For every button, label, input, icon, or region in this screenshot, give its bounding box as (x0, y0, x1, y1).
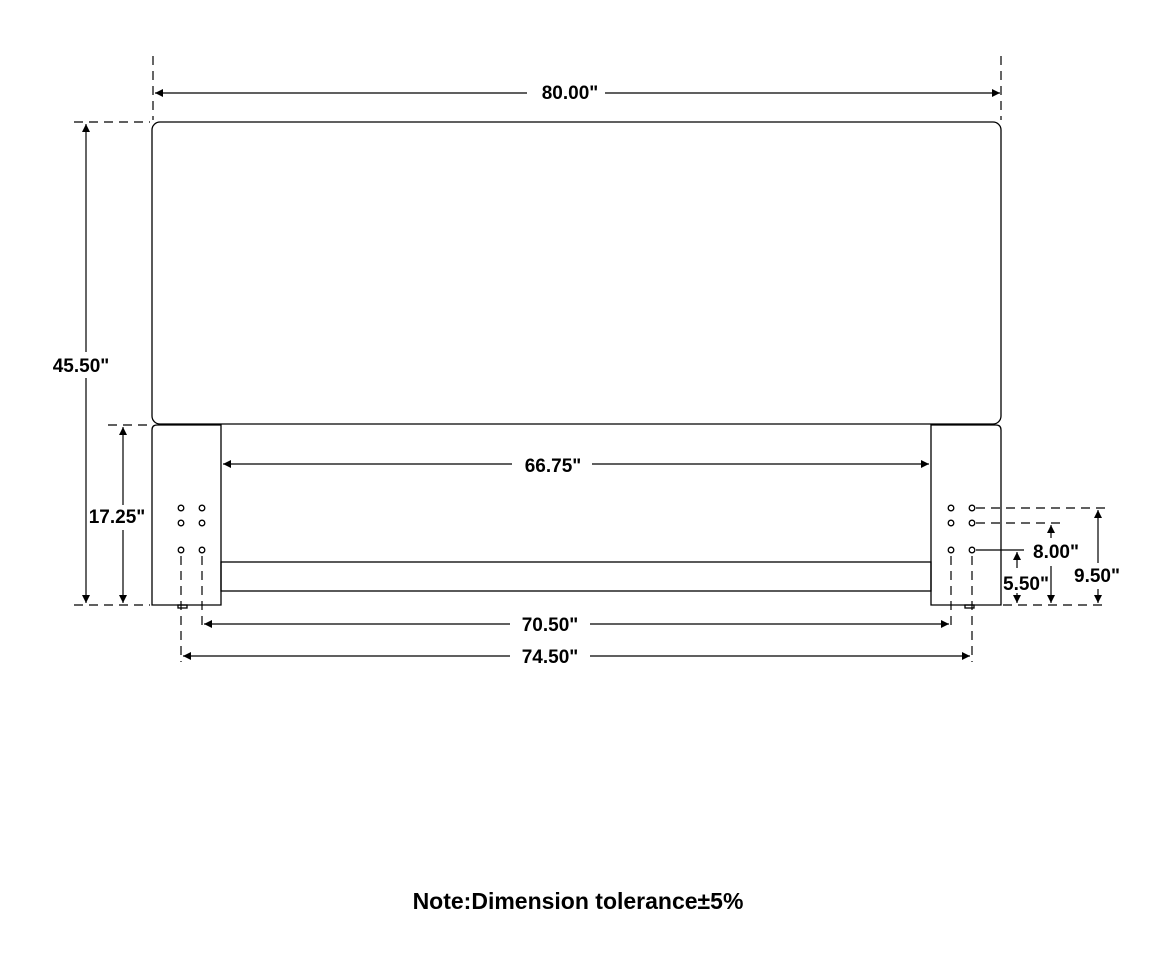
cross-rail (220, 561, 932, 592)
left-leg (151, 424, 222, 606)
hole (947, 519, 955, 527)
hole (968, 519, 976, 527)
hole (177, 519, 185, 527)
label-overall-height: 45.50" (53, 356, 110, 377)
hole (198, 519, 206, 527)
hole (198, 546, 206, 554)
label-leg-height: 17.25" (89, 507, 146, 528)
hole (177, 504, 185, 512)
hole (947, 546, 955, 554)
extension-lines (74, 56, 1106, 662)
left-foot (177, 604, 188, 609)
right-foot (964, 604, 975, 609)
hole (968, 546, 976, 554)
hole (198, 504, 206, 512)
tolerance-note: Note:Dimension tolerance±5% (412, 888, 744, 914)
label-overall-width: 80.00" (542, 83, 599, 104)
headboard-panel (151, 121, 1002, 425)
hole (947, 504, 955, 512)
label-inner-hole-span: 70.50" (522, 615, 579, 636)
right-leg (930, 424, 1002, 606)
label-outer-hole-span: 74.50" (522, 647, 579, 668)
label-hole-height-high: 9.50" (1074, 566, 1120, 587)
label-hole-height-low: 5.50" (1003, 574, 1049, 595)
hole (177, 546, 185, 554)
label-inner-width: 66.75" (525, 456, 582, 477)
label-hole-height-mid: 8.00" (1033, 542, 1079, 563)
hole (968, 504, 976, 512)
mounting-holes (177, 504, 976, 554)
